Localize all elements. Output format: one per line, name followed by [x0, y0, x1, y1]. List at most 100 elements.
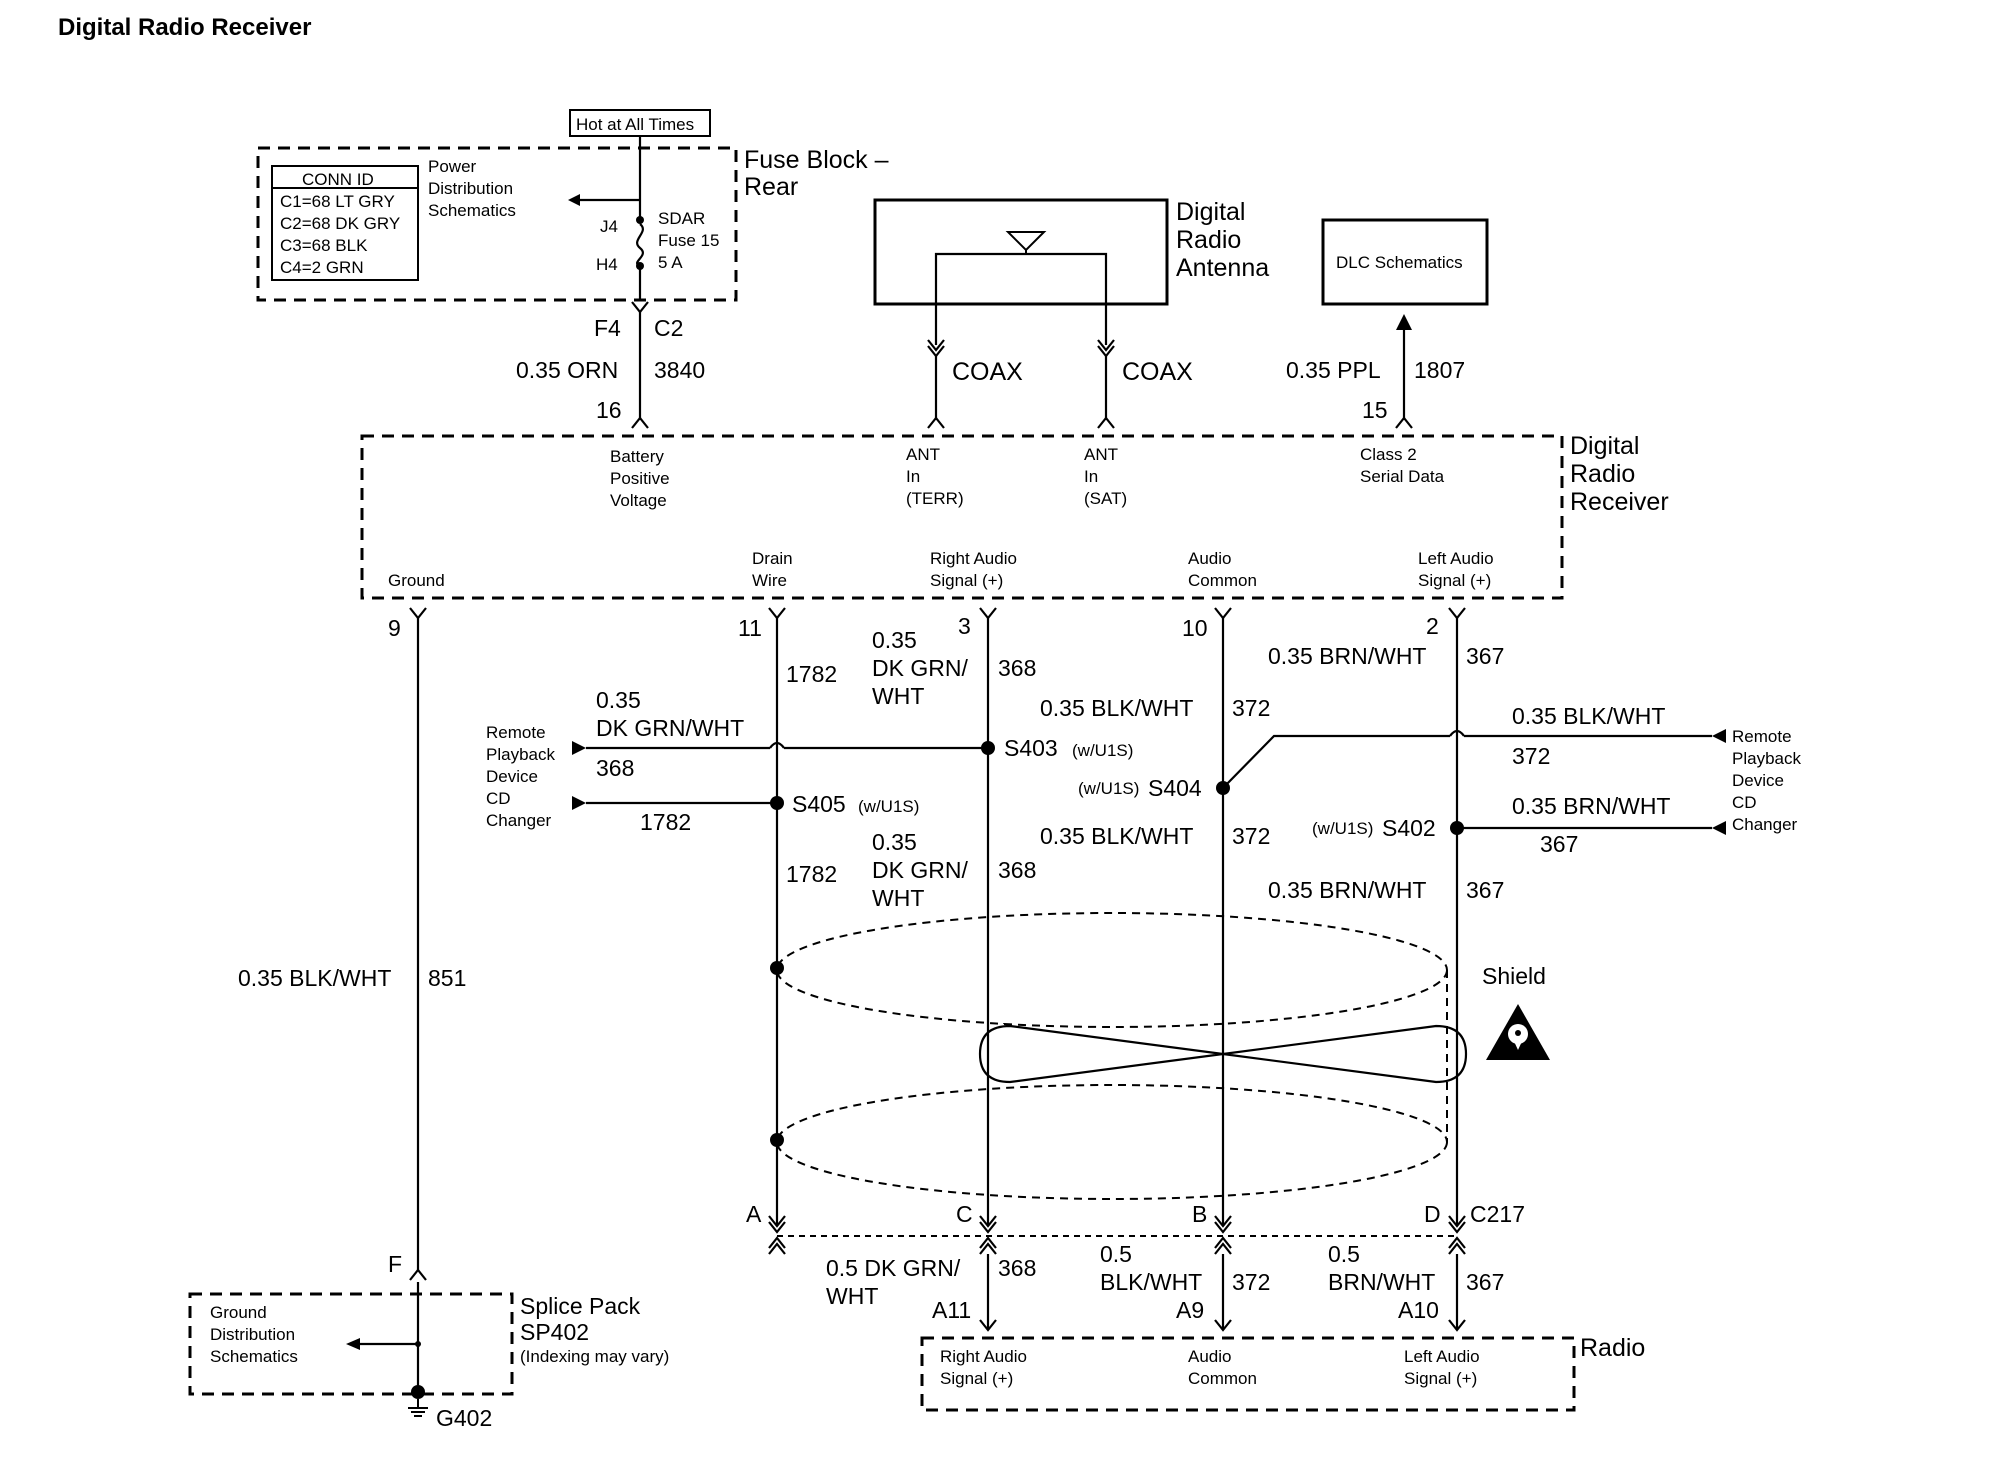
radio-name: Radio	[1580, 1334, 1645, 1362]
splice-note: (w/U1S)	[1312, 819, 1373, 838]
splice-note: (w/U1S)	[858, 797, 919, 816]
warning-icon	[1486, 1004, 1550, 1060]
wire-gauge-color: 0.35 BLK/WHT	[1040, 695, 1193, 721]
conn-id-row: C3=68 BLK	[280, 236, 368, 255]
circuit-number: 368	[998, 857, 1036, 883]
c217-pin: C	[956, 1201, 973, 1227]
remote-playback-right: 0.35 BLK/WHT 372 0.35 BRN/WHT 367 Remote…	[1512, 703, 1801, 857]
conn-id-table	[271, 165, 419, 281]
splice-pack-outline	[188, 1292, 514, 1396]
connector-label: C2	[654, 315, 683, 341]
page-title: Digital Radio Receiver	[58, 14, 312, 41]
ground-dist-label: Ground	[210, 1303, 267, 1322]
circuit-number: 372	[1512, 743, 1550, 769]
circuit-number: 372	[1232, 823, 1270, 849]
pin-label: 9	[388, 615, 401, 641]
pin-function-label: Serial Data	[1360, 467, 1445, 486]
pin-function-label: (TERR)	[906, 489, 964, 508]
antenna-icon	[1005, 231, 1047, 252]
digital-radio-receiver: Digital Radio Receiver Battery Positive …	[360, 432, 1669, 600]
circuit-number: 1782	[786, 661, 837, 687]
power-dist-label: Distribution	[428, 179, 513, 198]
splice-pack-name: Splice Pack	[520, 1293, 641, 1319]
ground-icon	[408, 1399, 428, 1417]
remote-device-label: Playback	[486, 745, 555, 764]
circuit-number: 368	[998, 1255, 1036, 1281]
pin-label: F	[388, 1251, 402, 1277]
wire-color: DK GRN/	[872, 857, 968, 883]
dlc-box	[1321, 218, 1489, 306]
wire-gauge-color: 0.35 BLK/WHT	[238, 965, 391, 991]
wire-gauge-color: 0.35 BLK/WHT	[1512, 703, 1665, 729]
arrow-right-icon	[1712, 729, 1726, 743]
left-audio-wire: 0.35 BRN/WHT 367 0.35 BRN/WHT 367 (w/U1S…	[1268, 618, 1712, 1226]
remote-device-label: Remote	[1732, 727, 1792, 746]
splice-label: S402	[1382, 815, 1436, 841]
conn-id-header: CONN ID	[302, 170, 374, 189]
wire-gauge-color: 0.35 PPL	[1286, 357, 1381, 383]
remote-device-label: CD	[1732, 793, 1757, 812]
power-dist-label: Schematics	[428, 201, 516, 220]
wire-crossover-icon	[769, 741, 785, 749]
coax-label: COAX	[1122, 358, 1193, 386]
wire-color: BRN/WHT	[1328, 1269, 1435, 1295]
splice-label: S404	[1148, 775, 1202, 801]
fuse-amps: 5 A	[658, 253, 683, 272]
wire-color: DK GRN/WHT	[596, 715, 744, 741]
pin-h4: H4	[596, 255, 618, 274]
splice-label: S403	[1004, 735, 1058, 761]
dlc-label: DLC Schematics	[1336, 253, 1463, 272]
conn-id-row: C4=2 GRN	[280, 258, 364, 277]
fuse-rating: Fuse 15	[658, 231, 719, 250]
right-audio-wire: 0.35 DK GRN/ WHT 368 0.35 DK GRN/ WHT 36…	[872, 618, 1133, 1226]
wire-gauge-color: 0.35 ORN	[516, 357, 618, 383]
hot-at-all-times-label: Hot at All Times	[576, 115, 694, 134]
pin-function-label: Audio	[1188, 1347, 1231, 1366]
pin-function-label: Left Audio	[1418, 549, 1494, 568]
antenna-name: Antenna	[1176, 254, 1269, 282]
circuit-number: 367	[1466, 1269, 1504, 1295]
dlc-schematics: DLC Schematics 0.35 PPL 1807 15	[1286, 218, 1489, 429]
pin-function-label: (SAT)	[1084, 489, 1127, 508]
pin-function-label: Audio	[1188, 549, 1231, 568]
conn-id-row: C2=68 DK GRY	[280, 214, 400, 233]
pin-function-label: Positive	[610, 469, 670, 488]
arrow-left-icon	[572, 741, 586, 755]
wire-color: DK GRN/	[872, 655, 968, 681]
circuit-number: 1807	[1414, 357, 1465, 383]
wire-gauge-color: 0.35 BLK/WHT	[1040, 823, 1193, 849]
wire-gauge: 0.5	[1100, 1241, 1132, 1267]
wire-color: WHT	[872, 885, 924, 911]
pin-function-label: In	[906, 467, 920, 486]
circuit-number: 1782	[786, 861, 837, 887]
circuit-number: 368	[596, 755, 634, 781]
pin-label: 11	[738, 615, 762, 641]
antenna-name: Radio	[1176, 226, 1241, 254]
remote-device-label: Playback	[1732, 749, 1801, 768]
remote-device-label: Changer	[1732, 815, 1798, 834]
circuit-number: 372	[1232, 695, 1270, 721]
fuse-block-name-1: Fuse Block –	[744, 146, 889, 174]
remote-device-label: Device	[486, 767, 538, 786]
pin-j4: J4	[600, 217, 618, 236]
circuit-number: 367	[1466, 643, 1504, 669]
radio-pin: A11	[932, 1297, 971, 1323]
connector-c217: A C B D C217	[746, 1201, 1525, 1255]
arrow-left-icon	[572, 796, 586, 810]
remote-device-label: Remote	[486, 723, 546, 742]
conn-id-row: C1=68 LT GRY	[280, 192, 395, 211]
circuit-number: 1782	[640, 809, 691, 835]
ground-wire: 0.35 BLK/WHT 851	[238, 618, 466, 1281]
pin-label: F4	[594, 315, 621, 341]
pin-label: 16	[596, 397, 622, 423]
ground-label: G402	[436, 1405, 492, 1431]
shield-bottom-ellipse	[776, 1084, 1448, 1200]
pin-label: 2	[1426, 613, 1439, 639]
radio-pin: A10	[1398, 1297, 1439, 1323]
pin-function-label: Common	[1188, 571, 1257, 590]
radio-wires: 0.5 DK GRN/ WHT 368 0.5 BLK/WHT 372 0.5 …	[826, 1241, 1504, 1332]
shield: Shield	[776, 912, 1550, 1200]
audio-common-wire: 0.35 BLK/WHT 372 0.35 BLK/WHT 372 (w/U1S…	[1040, 618, 1712, 1226]
wire-color: BLK/WHT	[1100, 1269, 1202, 1295]
pin-function-label: Signal (+)	[930, 571, 1003, 590]
